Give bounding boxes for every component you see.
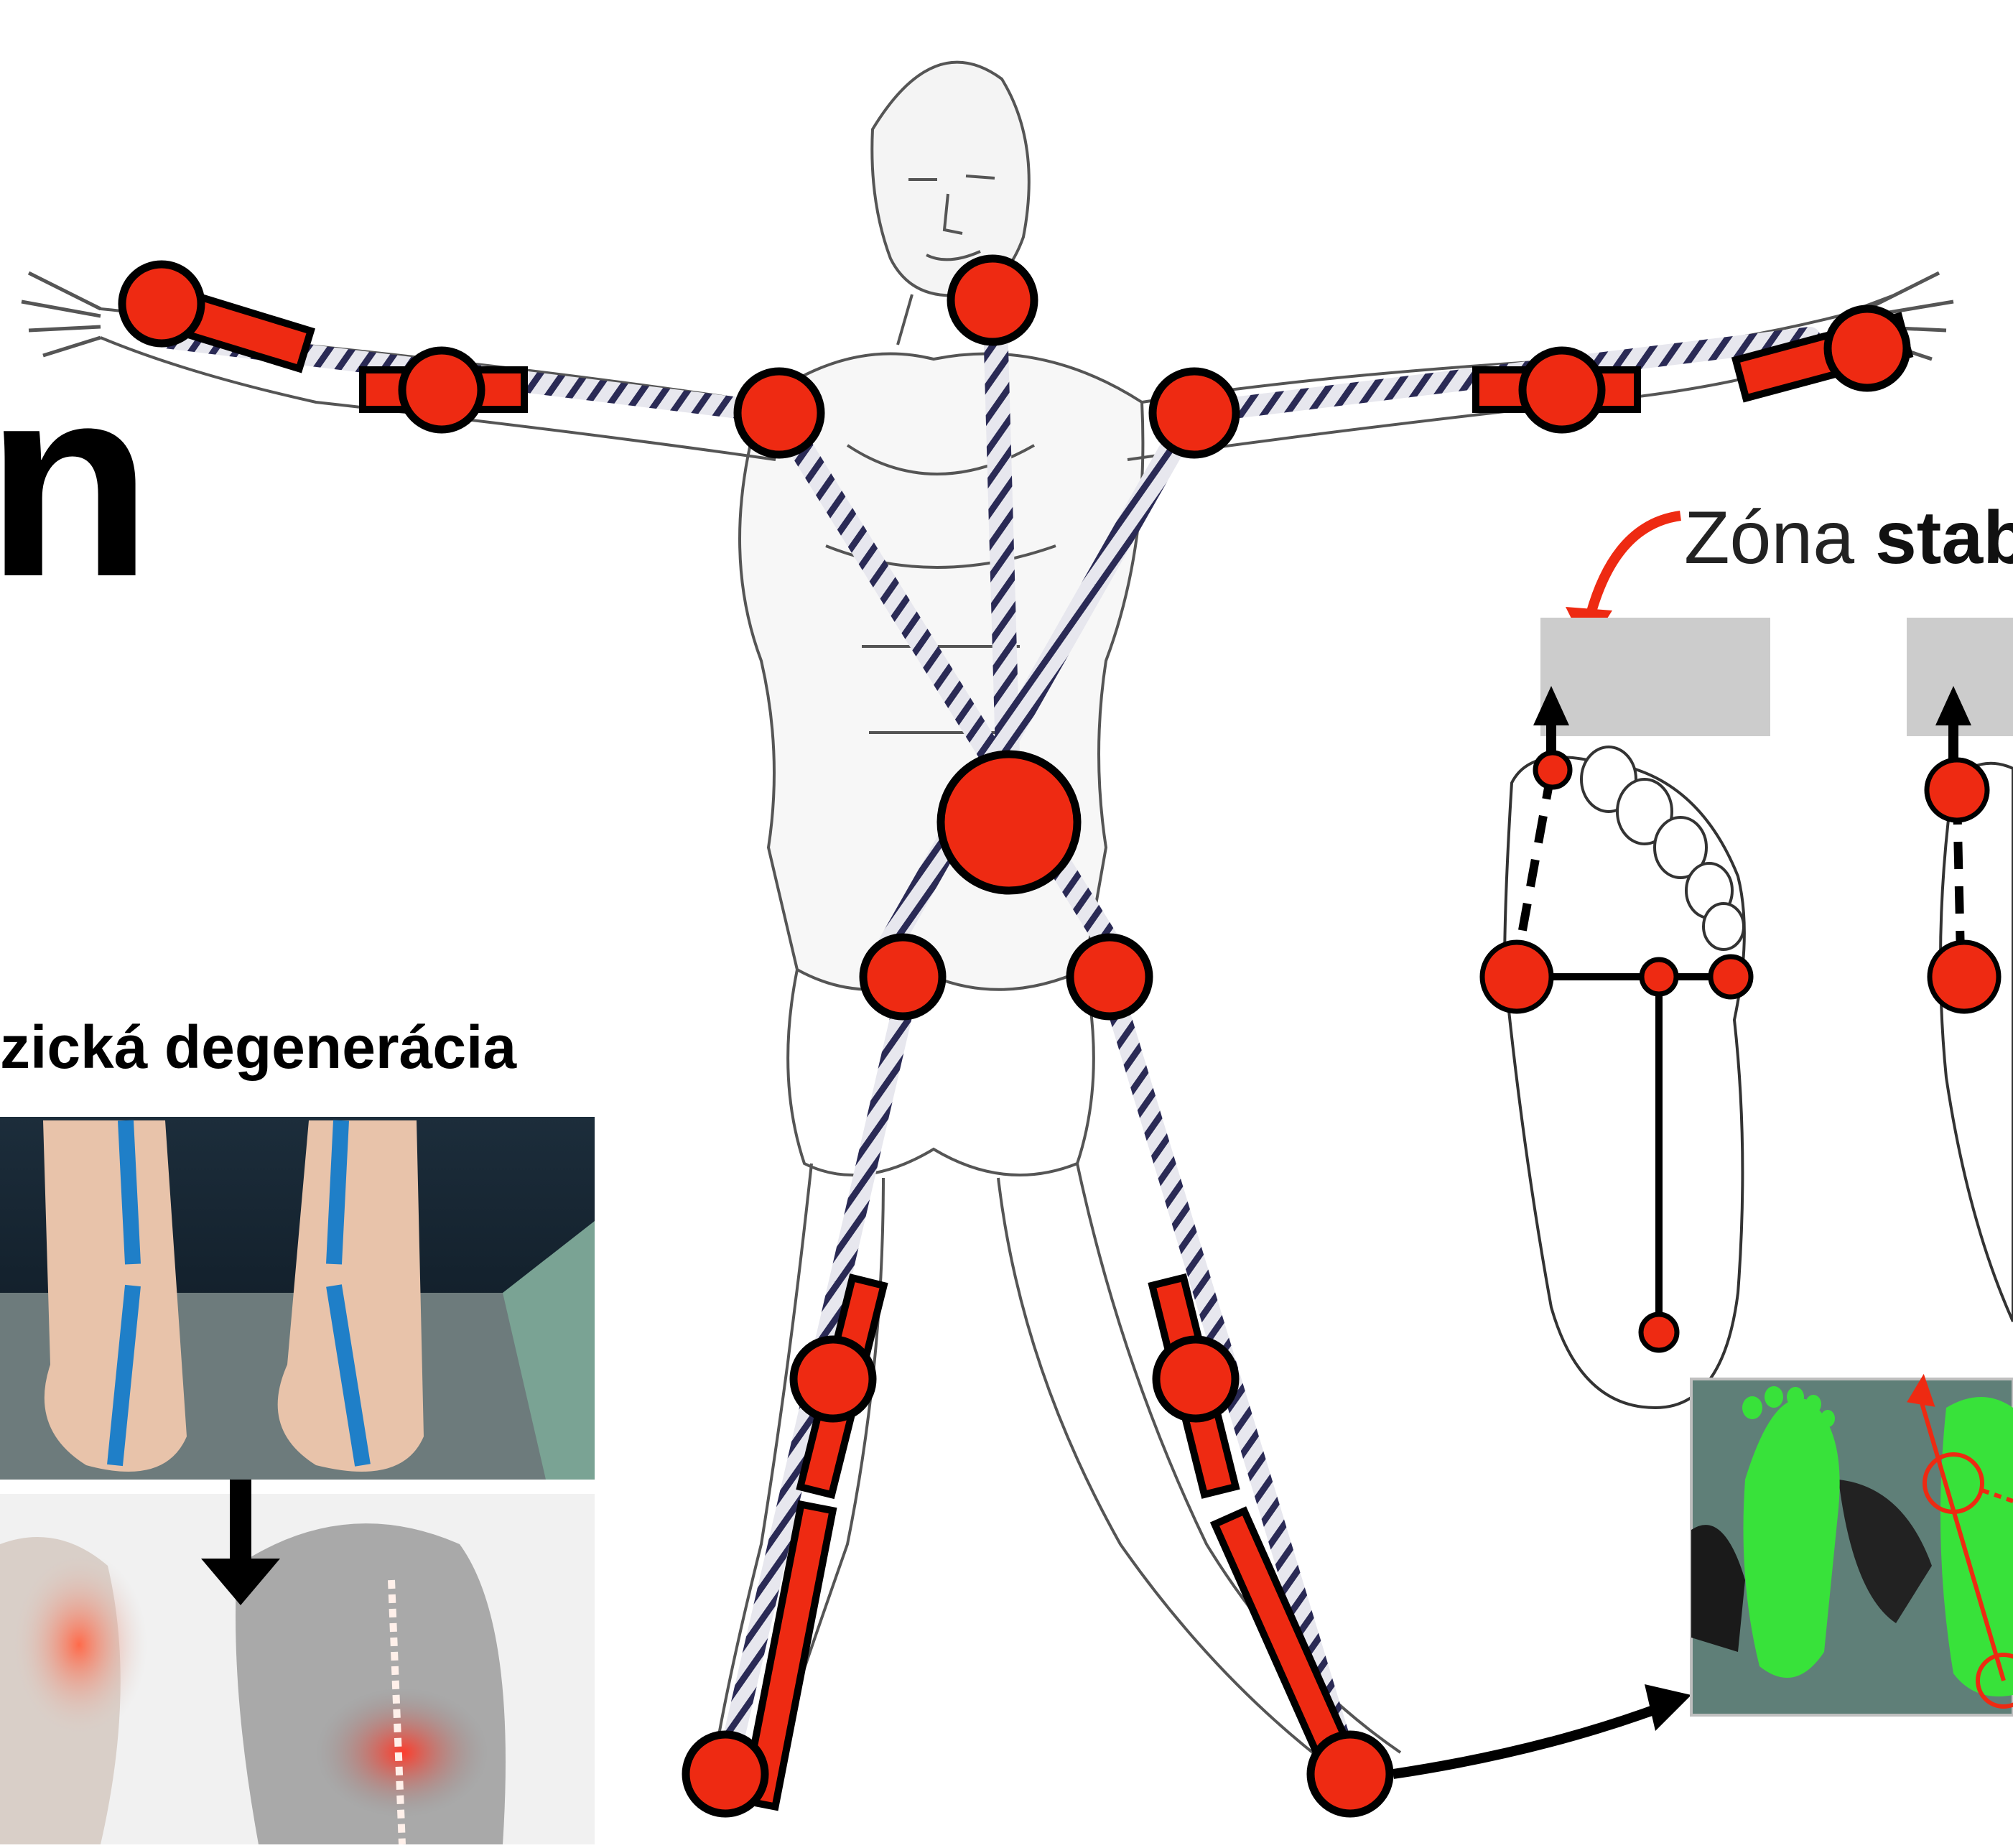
head-joint (951, 259, 1034, 342)
pressure-scan-photo (1691, 1379, 2013, 1715)
curved-arrow-icon (1393, 1684, 1691, 1774)
degeneration-caption: zická degenerácia (0, 1013, 516, 1082)
left-shoulder-joint (738, 371, 821, 455)
stability-zone-box-left (1540, 618, 1770, 736)
foot-outline-icon (1505, 747, 1744, 1408)
foot-outline-icon (1940, 763, 2013, 1322)
stability-zone-label: Zóna stab (1684, 496, 2013, 581)
right-shoulder-joint (1153, 371, 1236, 455)
left-ankle-joint (686, 1735, 765, 1814)
stability-zone-prefix: Zóna (1684, 496, 1854, 580)
right-hip-joint (1070, 937, 1149, 1016)
right-ankle-joint (1311, 1735, 1390, 1814)
right-knee-joint (1156, 1339, 1235, 1418)
left-knee-joint (794, 1339, 873, 1418)
pelvis-center-joint (941, 754, 1077, 891)
right-wrist-joint (1828, 309, 1907, 388)
heading-fragment: n (0, 345, 152, 618)
stability-zone-emphasis: stab (1875, 496, 2013, 580)
left-elbow-joint (402, 350, 481, 430)
left-hip-joint (863, 937, 942, 1016)
right-elbow-joint (1522, 350, 1601, 430)
stability-zone-diagram (1482, 516, 2013, 1408)
degeneration-photo-panel (0, 1117, 595, 1844)
